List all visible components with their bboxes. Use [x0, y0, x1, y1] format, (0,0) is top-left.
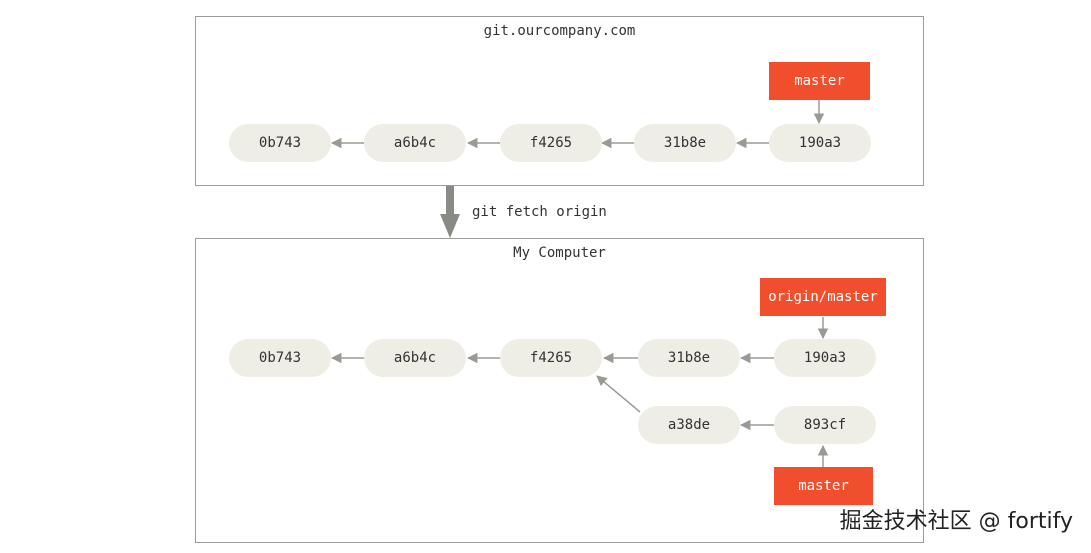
remote-commit-0b743: 0b743 [229, 124, 331, 162]
remote-commit-190a3: 190a3 [769, 124, 871, 162]
local-panel-title: My Computer [513, 245, 606, 261]
watermark: 掘金技术社区 @ fortify [839, 509, 1073, 534]
remote-commit-f4265: f4265 [500, 124, 602, 162]
local-commit-893cf: 893cf [774, 406, 876, 444]
fetch-arrow-icon [440, 186, 460, 238]
local-branch-master: master [774, 467, 873, 505]
local-commit-a38de: a38de [638, 406, 740, 444]
local-remote-branch-origin-master: origin/master [760, 278, 886, 316]
remote-commit-31b8e: 31b8e [634, 124, 736, 162]
local-commit-f4265: f4265 [500, 339, 602, 377]
arrow-local-a38de-f4265 [596, 375, 641, 413]
fetch-command-label: git fetch origin [472, 204, 607, 220]
local-commit-0b743: 0b743 [229, 339, 331, 377]
remote-commit-a6b4c: a6b4c [364, 124, 466, 162]
local-commit-190a3: 190a3 [774, 339, 876, 377]
local-commit-a6b4c: a6b4c [364, 339, 466, 377]
remote-branch-master: master [769, 62, 870, 100]
remote-panel-title: git.ourcompany.com [483, 23, 636, 39]
local-commit-31b8e: 31b8e [638, 339, 740, 377]
